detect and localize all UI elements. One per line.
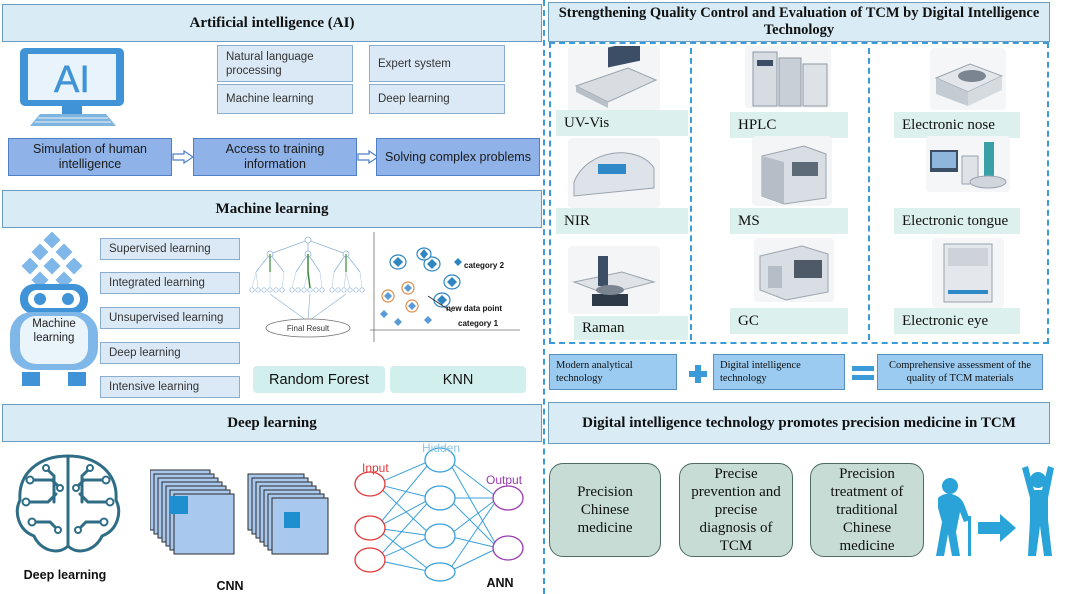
ai-topic-nlp: Natural language processing (217, 45, 353, 82)
robot-icon (10, 232, 98, 386)
qc-header: Strengthening Quality Control and Evalua… (548, 2, 1050, 42)
cnn-diagram (150, 469, 329, 555)
ai-computer-icon: AI (20, 48, 124, 126)
instrument-divider (690, 48, 692, 340)
hplc-instrument-icon (745, 46, 831, 108)
ml-type-deep: Deep learning (100, 342, 240, 364)
flow-box-simulation: Simulation of human intelligence (8, 138, 172, 176)
cnn-caption: CNN (216, 579, 244, 593)
plus-icon (689, 365, 707, 383)
equals-icon (852, 366, 874, 380)
ml-type-integrated: Integrated learning (100, 272, 240, 294)
ann-input-label: Input (362, 461, 389, 475)
ann-output-label: Output (486, 473, 523, 487)
eq-comprehensive-assessment: Comprehensive assessment of the quality … (877, 354, 1043, 390)
eq-modern-analytical: Modern analytical technology (549, 354, 677, 390)
dl-header: Deep learning (2, 404, 542, 442)
flow-box-training: Access to training information (193, 138, 357, 176)
robot-label: Machine learning (32, 318, 76, 344)
brain-caption: Deep learning (23, 568, 107, 582)
gc-instrument-icon (754, 238, 834, 302)
instrument-label-nir: NIR (556, 208, 688, 234)
random-forest-diagram: Final Result (249, 236, 365, 338)
knn-category2-label: category 2 (464, 261, 505, 270)
knn-diagram: category 2 new data point category 1 (370, 232, 520, 342)
pm-box-prevention-diagnosis: Precise prevention and precise diagnosis… (679, 463, 793, 557)
instrument-label-electronic-eye: Electronic eye (894, 308, 1020, 334)
ann-caption: ANN (486, 576, 514, 590)
electronic-eye-instrument-icon (932, 238, 1004, 308)
ms-instrument-icon (752, 136, 832, 206)
pm-box-treatment: Precision treatment of traditional Chine… (810, 463, 924, 557)
knn-new-point-label: new data point (446, 304, 502, 313)
instrument-frame (549, 42, 1049, 344)
instrument-label-hplc: HPLC (730, 112, 848, 138)
ml-type-unsupervised: Unsupervised learning (100, 307, 240, 329)
rf-result-label: Final Result (287, 324, 330, 333)
ml-header: Machine learning (2, 190, 542, 228)
flow-arrow-icon (172, 150, 194, 164)
raman-instrument-icon (568, 246, 660, 314)
ai-header: Artificial intelligence (AI) (2, 4, 542, 42)
flow-arrow-icon (357, 150, 379, 164)
instrument-label-uv-vis: UV-Vis (556, 110, 688, 136)
instrument-label-gc: GC (730, 308, 848, 334)
ai-topic-machine-learning: Machine learning (217, 84, 353, 114)
random-forest-tag: Random Forest (253, 366, 385, 393)
ai-topic-deep-learning: Deep learning (369, 84, 505, 114)
column-divider (543, 0, 545, 594)
ml-type-supervised: Supervised learning (100, 238, 240, 260)
eq-digital-intelligence: Digital intelligence technology (713, 354, 845, 390)
ai-screen-text: AI (54, 59, 90, 101)
flow-box-solving: Solving complex problems (376, 138, 540, 176)
electronic-nose-instrument-icon (930, 48, 1006, 110)
brain-circuit-icon (15, 454, 121, 553)
uv-vis-instrument-icon (568, 46, 660, 112)
instrument-divider (868, 48, 870, 340)
instrument-label-electronic-tongue: Electronic tongue (894, 208, 1020, 234)
ml-type-intensive: Intensive learning (100, 376, 240, 398)
electronic-tongue-instrument-icon (926, 136, 1010, 192)
nir-instrument-icon (568, 138, 660, 208)
knn-tag: KNN (390, 366, 526, 393)
pm-box-precision-medicine: Precision Chinese medicine (549, 463, 661, 557)
patient-recovery-icon (936, 466, 1054, 556)
instrument-label-ms: MS (730, 208, 848, 234)
knn-category1-label: category 1 (458, 319, 499, 328)
pm-header: Digital intelligence technology promotes… (548, 402, 1050, 444)
ann-diagram: Input Hidden Output (354, 442, 524, 582)
instrument-label-raman: Raman (574, 316, 688, 340)
instrument-label-electronic-nose: Electronic nose (894, 112, 1020, 138)
ai-topic-expert-system: Expert system (369, 45, 505, 82)
ann-hidden-label: Hidden (422, 442, 460, 455)
